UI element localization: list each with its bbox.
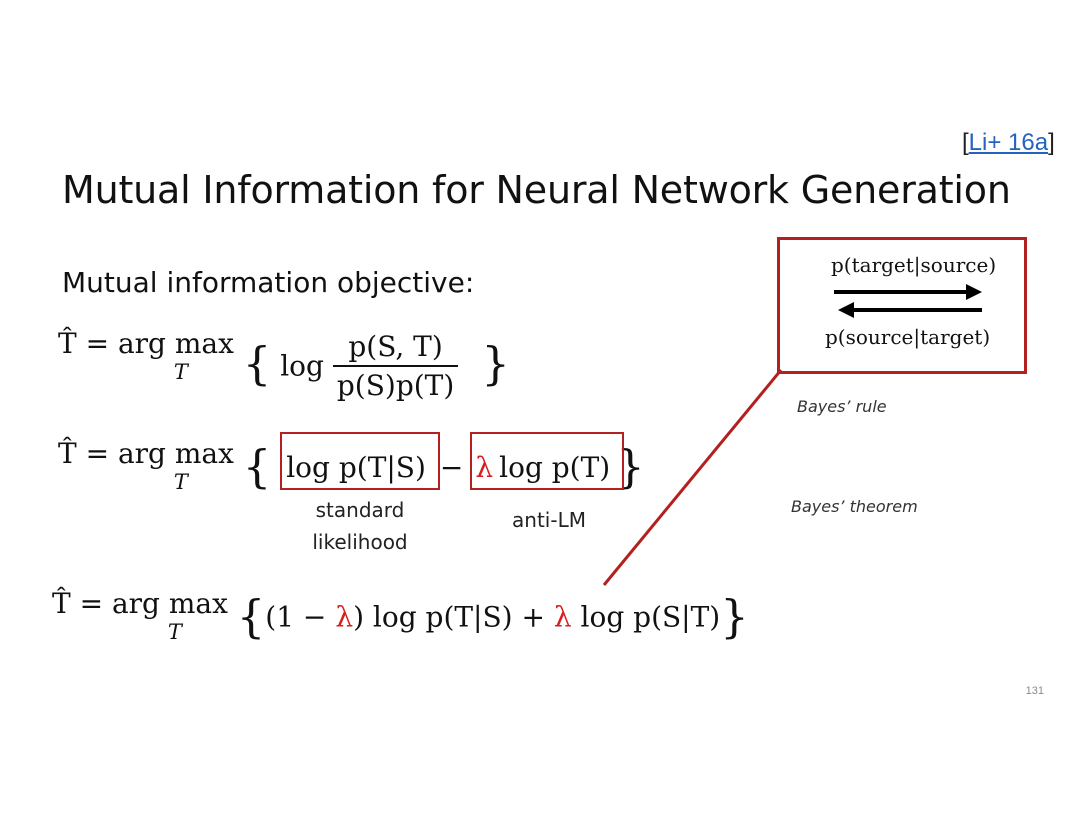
eq1-log: log: [280, 349, 324, 383]
eq3-sub: T: [167, 620, 182, 644]
eq2-term1: log p(T|S): [286, 450, 426, 484]
eq1-fraction: p(S, T) p(S)p(T): [332, 330, 459, 402]
eq2-close-brace: }: [616, 440, 645, 493]
equation-mutual-information: T̂ = arg max T { log p(S, T) p(S)p(T) }: [58, 330, 510, 403]
slide-title: Mutual Information for Neural Network Ge…: [62, 168, 1011, 212]
bayes-arrows: [834, 284, 982, 318]
eq2-sub: T: [173, 470, 188, 494]
eq2-lambda: λ: [475, 450, 494, 484]
caption-standard-likelihood: standard likelihood: [300, 494, 420, 558]
eq3-lambda1: λ: [335, 600, 354, 634]
eq1-lhs: T̂ = arg max: [58, 327, 234, 360]
argmax-2: T̂ = arg max T: [58, 440, 234, 493]
eq3-open-brace: {: [236, 590, 266, 643]
eq3-middle: ) log p(T|S) +: [353, 600, 545, 634]
eq2-term2: log p(T): [499, 450, 611, 484]
eq2-open-brace: {: [242, 440, 272, 493]
slide-subtitle: Mutual information objective:: [62, 266, 475, 299]
standard-likelihood-box: [280, 432, 440, 490]
argmax-1: T̂ = arg max T: [58, 330, 234, 383]
eq3-close-brace: }: [720, 590, 749, 643]
eq3-open: (1 −: [265, 600, 327, 634]
citation: [Li+ 16a]: [962, 129, 1055, 157]
citation-link[interactable]: Li+ 16a: [968, 129, 1049, 156]
citation-close-bracket: ]: [1048, 129, 1055, 156]
caption-anti-lm: anti-LM: [512, 508, 586, 532]
bayes-box: [777, 237, 1027, 374]
note-bayes-rule: Bayes’ rule: [797, 397, 887, 416]
eq2-minus: −: [439, 450, 464, 484]
citation-open-bracket: [: [962, 129, 969, 156]
note-bayes-theorem: Bayes’ theorem: [791, 497, 918, 516]
eq2-lhs: T̂ = arg max: [58, 437, 234, 470]
eq1-close-brace: }: [467, 336, 510, 390]
eq3-lhs: T̂ = arg max: [52, 587, 228, 620]
bayes-bottom-label: p(source|target): [825, 325, 991, 349]
eq3-lambda2: λ: [553, 600, 572, 634]
eq1-numerator: p(S, T): [348, 330, 443, 363]
eq3-end: log p(S|T): [580, 600, 721, 634]
equation-bayes-form: T̂ = arg max T {(1 − λ) log p(T|S) + λ l…: [52, 590, 749, 644]
anti-lm-box: [470, 432, 624, 490]
argmax-3: T̂ = arg max T: [52, 590, 228, 643]
bayes-top-label: p(target|source): [831, 253, 997, 277]
eq1-denominator: p(S)p(T): [332, 365, 459, 402]
eq1-open-brace: {: [242, 336, 272, 390]
caption-likelihood: likelihood: [312, 530, 408, 554]
caption-standard: standard: [315, 498, 405, 522]
page-number: 131: [1025, 685, 1044, 697]
eq1-sub: T: [173, 360, 188, 384]
